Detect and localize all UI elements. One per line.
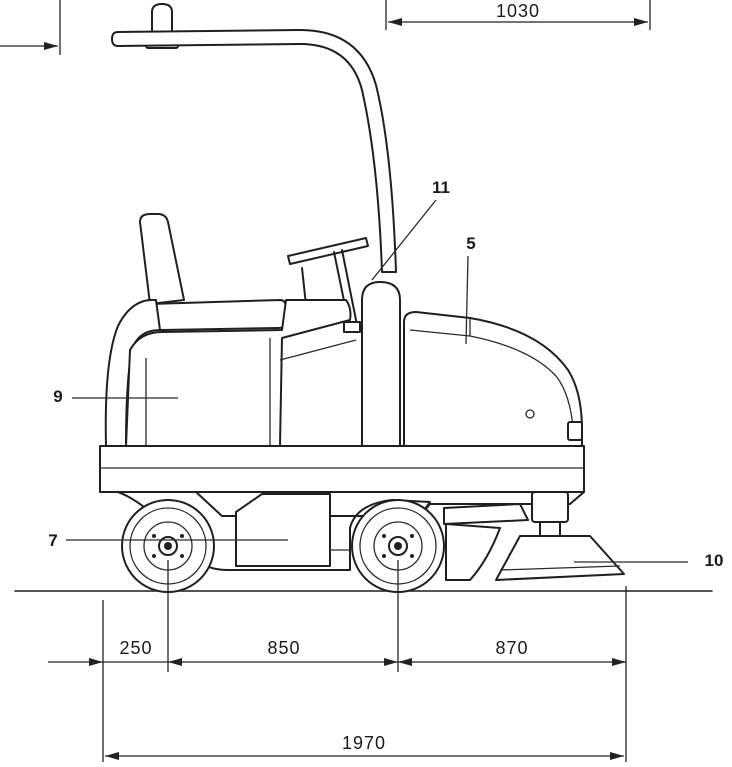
dim-front-overhang-label: 870	[495, 638, 528, 658]
callout-9: 9	[53, 387, 62, 406]
callout-10: 10	[705, 551, 724, 570]
callout-7: 7	[48, 531, 57, 550]
rear-wheel	[121, 499, 215, 593]
dimension-row-upper: 250 850 870	[48, 638, 626, 666]
overhead-guard	[111, 29, 397, 273]
dim-wheelbase-label: 850	[267, 638, 300, 658]
callout-11: 11	[432, 178, 450, 197]
callout-5: 5	[466, 234, 475, 253]
rear-hood	[104, 298, 357, 447]
front-hood	[403, 311, 583, 447]
centre-column	[361, 281, 401, 447]
dim-top-width-label: 1030	[496, 1, 540, 21]
dimension-overall-length: 1970	[105, 733, 624, 760]
top-left-dimension-fragment	[0, 0, 61, 55]
dimension-extension-lines	[102, 560, 627, 762]
dim-overall-length-label: 1970	[342, 733, 386, 753]
steering-wheel	[287, 237, 369, 333]
dim-rear-overhang-label: 250	[119, 638, 152, 658]
callout-leaders	[66, 199, 688, 563]
side-brush-assembly	[443, 491, 625, 581]
seat	[139, 213, 287, 331]
top-dimension-1030: 1030	[385, 0, 651, 30]
chassis	[99, 445, 585, 517]
